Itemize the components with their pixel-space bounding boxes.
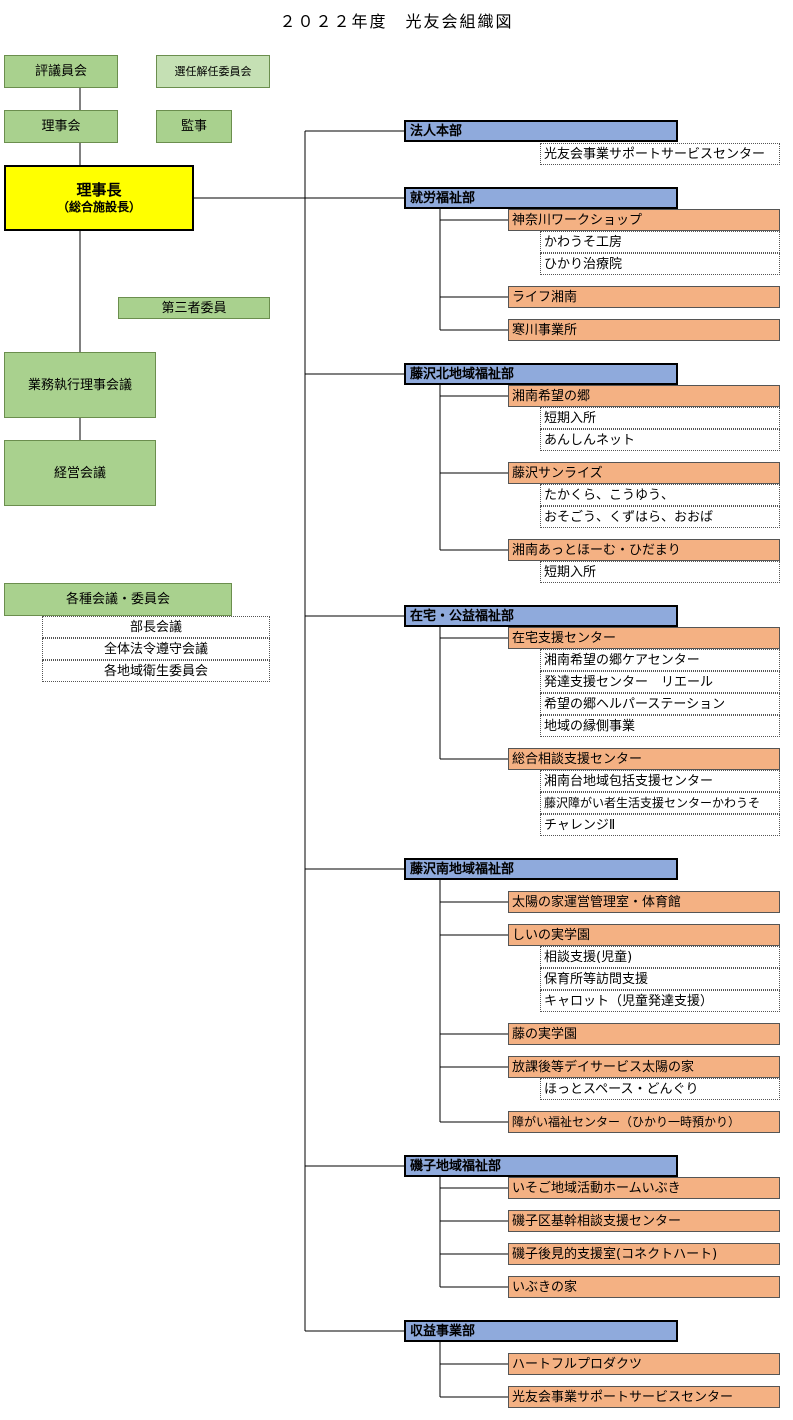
- facility-box: ハートフルプロダクツ: [508, 1353, 780, 1375]
- committee-item: 全体法令遵守会議: [42, 638, 270, 660]
- sub-unit-box: かわうそ工房: [540, 231, 780, 253]
- facility-box: 光友会事業サポートサービスセンター: [508, 1386, 780, 1408]
- facility-box: 総合相談支援センター: [508, 748, 780, 770]
- sub-unit-box: 藤沢障がい者生活支援センターかわうそ: [540, 792, 780, 814]
- facility-box: 放課後等デイサービス太陽の家: [508, 1056, 780, 1078]
- sub-unit-box: あんしんネット: [540, 429, 780, 451]
- sub-unit-box: チャレンジⅡ: [540, 814, 780, 836]
- facility-box: 在宅支援センター: [508, 627, 780, 649]
- facility-box: 磯子後見的支援室(コネクトハート): [508, 1243, 780, 1265]
- sub-unit-box: 発達支援センター リエール: [540, 671, 780, 693]
- sub-unit-box: 相談支援(児童): [540, 946, 780, 968]
- chairman-title: 理事長: [76, 181, 122, 199]
- department-box: 在宅・公益福祉部: [404, 605, 678, 627]
- sub-unit-box: 短期入所: [540, 407, 780, 429]
- council-box: 評議員会: [4, 55, 118, 88]
- management-box: 経営会議: [4, 440, 156, 506]
- department-box: 藤沢南地域福祉部: [404, 858, 678, 880]
- facility-box: 寒川事業所: [508, 319, 780, 341]
- facility-box: 神奈川ワークショップ: [508, 209, 780, 231]
- sub-unit-box: 湘南台地域包括支援センター: [540, 770, 780, 792]
- sub-unit-box: たかくら、こうゆう、: [540, 484, 780, 506]
- sub-unit-box: 希望の郷ヘルパーステーション: [540, 693, 780, 715]
- sub-unit-box: おそごう、くずはら、おおば: [540, 506, 780, 528]
- sub-unit-box: 短期入所: [540, 561, 780, 583]
- facility-box: ライフ湘南: [508, 286, 780, 308]
- facility-box: 藤の実学園: [508, 1023, 780, 1045]
- facility-box: 湘南希望の郷: [508, 385, 780, 407]
- facility-box: 藤沢サンライズ: [508, 462, 780, 484]
- facility-box: いぶきの家: [508, 1276, 780, 1298]
- executive-board-box: 業務執行理事会議: [4, 352, 156, 418]
- facility-box: しいの実学園: [508, 924, 780, 946]
- committee-item: 部長会議: [42, 616, 270, 638]
- facility-box: 太陽の家運営管理室・体育館: [508, 891, 780, 913]
- page-title: ２０２２年度 光友会組織図: [279, 12, 514, 31]
- board-box: 理事会: [4, 110, 118, 143]
- sub-unit-box: 地域の縁側事業: [540, 715, 780, 737]
- appointment-committee-box: 選任解任委員会: [156, 55, 270, 88]
- department-box: 法人本部: [404, 120, 678, 142]
- facility-box: 湘南あっとほーむ・ひだまり: [508, 539, 780, 561]
- facility-box: いそご地域活動ホームいぶき: [508, 1177, 780, 1199]
- department-box: 収益事業部: [404, 1320, 678, 1342]
- sub-unit-box: 湘南希望の郷ケアセンター: [540, 649, 780, 671]
- sub-unit-box: 光友会事業サポートサービスセンター: [540, 143, 780, 165]
- department-box: 就労福祉部: [404, 187, 678, 209]
- sub-unit-box: ほっとスペース・どんぐり: [540, 1078, 780, 1100]
- department-box: 磯子地域福祉部: [404, 1155, 678, 1177]
- committees-box: 各種会議・委員会: [4, 583, 232, 616]
- sub-unit-box: ひかり治療院: [540, 253, 780, 275]
- chairman-subtitle: （総合施設長）: [56, 200, 141, 214]
- chairman-box: 理事長 （総合施設長）: [4, 165, 194, 231]
- department-box: 藤沢北地域福祉部: [404, 363, 678, 385]
- sub-unit-box: キャロット（児童発達支援）: [540, 990, 780, 1012]
- facility-box: 障がい福祉センター（ひかり一時預かり）: [508, 1111, 780, 1133]
- auditor-box: 監事: [156, 110, 232, 143]
- third-party-box: 第三者委員: [118, 297, 270, 319]
- committee-item: 各地域衛生委員会: [42, 660, 270, 682]
- facility-box: 磯子区基幹相談支援センター: [508, 1210, 780, 1232]
- sub-unit-box: 保育所等訪問支援: [540, 968, 780, 990]
